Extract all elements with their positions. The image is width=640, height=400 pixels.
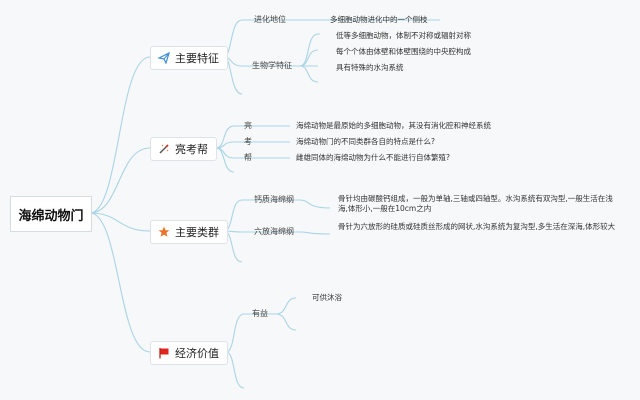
edge-root-groups [89,212,151,232]
sub-calcarea-label: 钙质海绵纲 [254,195,294,204]
leaf-bio-3[interactable]: 具有特殊的水沟系统 [336,62,404,73]
leaf-kaobang-bang[interactable]: 雌雄同体的海绵动物为什么不能进行自体繁殖? [296,152,450,163]
branch-features[interactable]: 主要特征 [150,46,228,70]
leaf-kaobang-kao-text: 海绵动物门的不同类群各自的特点是什么? [296,137,435,146]
star-icon [157,226,170,239]
edge-economy-bracket [225,313,276,353]
sub-calcarea[interactable]: 钙质海绵纲 [254,194,294,205]
leaf-bio-2[interactable]: 每个个体由体壁和体壁围绕的中央腔构成 [336,46,471,57]
leaf-calcarea[interactable]: 骨针均由碳酸钙组成，一般为单轴,三轴或四轴型。水沟系统有双沟型,一般生活在浅海,… [338,194,618,214]
leaf-bio-1-text: 低等多细胞动物，体制不对称或辐射对称 [336,31,471,40]
magic-wand-icon [157,143,170,156]
edge-features-bracket [223,19,316,58]
red-flag-icon [157,347,170,360]
edge-kaobang-bracket [215,125,290,149]
sub-bio[interactable]: 生物学特征 [252,60,292,71]
leaf-beneficial-1-text: 可供沐浴 [312,293,342,302]
leaf-kaobang-bang-text: 雌雄同体的海绵动物为什么不能进行自体繁殖? [296,153,450,162]
leaf-position-1[interactable]: 多细胞动物进化中的一个侧枝 [330,14,428,25]
leaf-beneficial-1[interactable]: 可供沐浴 [312,292,342,303]
kaobang-key-kao-text: 考 [244,137,252,146]
branch-economy[interactable]: 经济价值 [150,341,228,365]
branch-features-label: 主要特征 [175,52,219,65]
edge-root-kaobang [89,147,151,214]
leaf-bio-1[interactable]: 低等多细胞动物，体制不对称或辐射对称 [336,30,471,41]
leaf-position-1-text: 多细胞动物进化中的一个侧枝 [330,15,428,24]
kaobang-key-kao: 考 [244,136,252,147]
sub-beneficial-label: 有益 [252,309,268,318]
leaf-bio-3-text: 具有特殊的水沟系统 [336,63,404,72]
branch-groups[interactable]: 主要类群 [150,220,228,244]
edge-bio-bracket [299,33,320,67]
paper-plane-icon [157,52,170,65]
edge-root-features [89,56,151,214]
edge-root-economy [89,212,151,353]
leaf-kaobang-liang[interactable]: 海绵动物是最原始的多细胞动物，其没有消化腔和神经系统 [296,120,491,131]
root-label: 海绵动物门 [18,208,84,224]
branch-kaobang-label: 亮考帮 [175,143,208,156]
leaf-hexactinellida-text: 骨针为六放形的硅质或硅质丝形成的网状,水沟系统为复沟型,多生活在深海,体形较大 [338,222,616,231]
sub-position-label: 进化地位 [254,15,286,24]
leaf-kaobang-liang-text: 海绵动物是最原始的多细胞动物，其没有消化腔和神经系统 [296,121,491,130]
branch-kaobang[interactable]: 亮考帮 [150,137,217,161]
sub-position[interactable]: 进化地位 [254,14,286,25]
kaobang-key-liang-text: 亮 [244,121,252,130]
branch-economy-label: 经济价值 [175,347,219,360]
leaf-kaobang-kao[interactable]: 海绵动物门的不同类群各自的特点是什么? [296,136,435,147]
leaf-hexactinellida[interactable]: 骨针为六放形的硅质或硅质丝形成的网状,水沟系统为复沟型,多生活在深海,体形较大 [338,222,618,242]
leaf-calcarea-text: 骨针均由碳酸钙组成，一般为单轴,三轴或四轴型。水沟系统有双沟型,一般生活在浅海,… [338,194,613,213]
leaf-bio-2-text: 每个个体由体壁和体壁围绕的中央腔构成 [336,47,471,56]
sub-bio-label: 生物学特征 [252,61,292,70]
sub-hexactinellida[interactable]: 六放海绵纲 [254,226,294,237]
branch-groups-label: 主要类群 [175,226,219,239]
kaobang-key-bang-text: 帮 [244,153,252,162]
kaobang-key-bang: 帮 [244,152,252,163]
root-node[interactable]: 海绵动物门 [10,196,92,232]
kaobang-key-liang: 亮 [244,120,252,131]
sub-hexactinellida-label: 六放海绵纲 [254,227,294,236]
sub-beneficial[interactable]: 有益 [252,308,268,319]
